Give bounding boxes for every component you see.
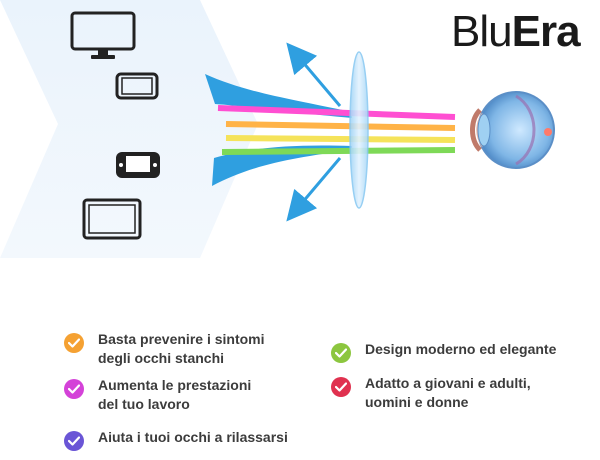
blue-light-beam-top — [205, 74, 352, 118]
feature-item: Design moderno ed elegante — [331, 340, 556, 363]
brand-logo: BluEra — [451, 7, 581, 56]
ray-green — [221, 147, 456, 155]
ray-pink — [217, 105, 456, 120]
check-icon — [64, 431, 84, 451]
check-icon — [331, 343, 351, 363]
feature-text: Aiuta i tuoi occhi a rilassarsi — [98, 429, 288, 445]
monitor-icon — [70, 11, 136, 59]
feature-text: Adatto a giovani e adulti,uomini e donne — [365, 375, 531, 410]
check-icon — [331, 377, 351, 397]
blue-light-beam-bottom — [212, 145, 352, 186]
smartphone-icon — [115, 72, 159, 100]
hero-illustration — [0, 0, 555, 258]
feature-item: Aiuta i tuoi occhi a rilassarsi — [64, 428, 288, 451]
ray-orange — [225, 121, 456, 131]
reflected-arrow-down — [286, 157, 342, 222]
check-icon — [64, 333, 84, 353]
feature-item: Adatto a giovani e adulti,uomini e donne — [331, 374, 531, 412]
game-controller-icon — [116, 152, 160, 178]
brand-logo-part1: Blu — [451, 7, 513, 56]
tablet-icon — [82, 198, 142, 240]
eye-icon — [470, 91, 555, 169]
reflected-arrow-up — [286, 42, 342, 107]
lens — [349, 51, 369, 209]
check-icon — [64, 379, 84, 399]
chevron-background — [0, 0, 258, 258]
feature-text: Design moderno ed elegante — [365, 341, 557, 357]
ray-yellow — [225, 135, 456, 143]
brand-logo-part2: Era — [511, 7, 581, 56]
